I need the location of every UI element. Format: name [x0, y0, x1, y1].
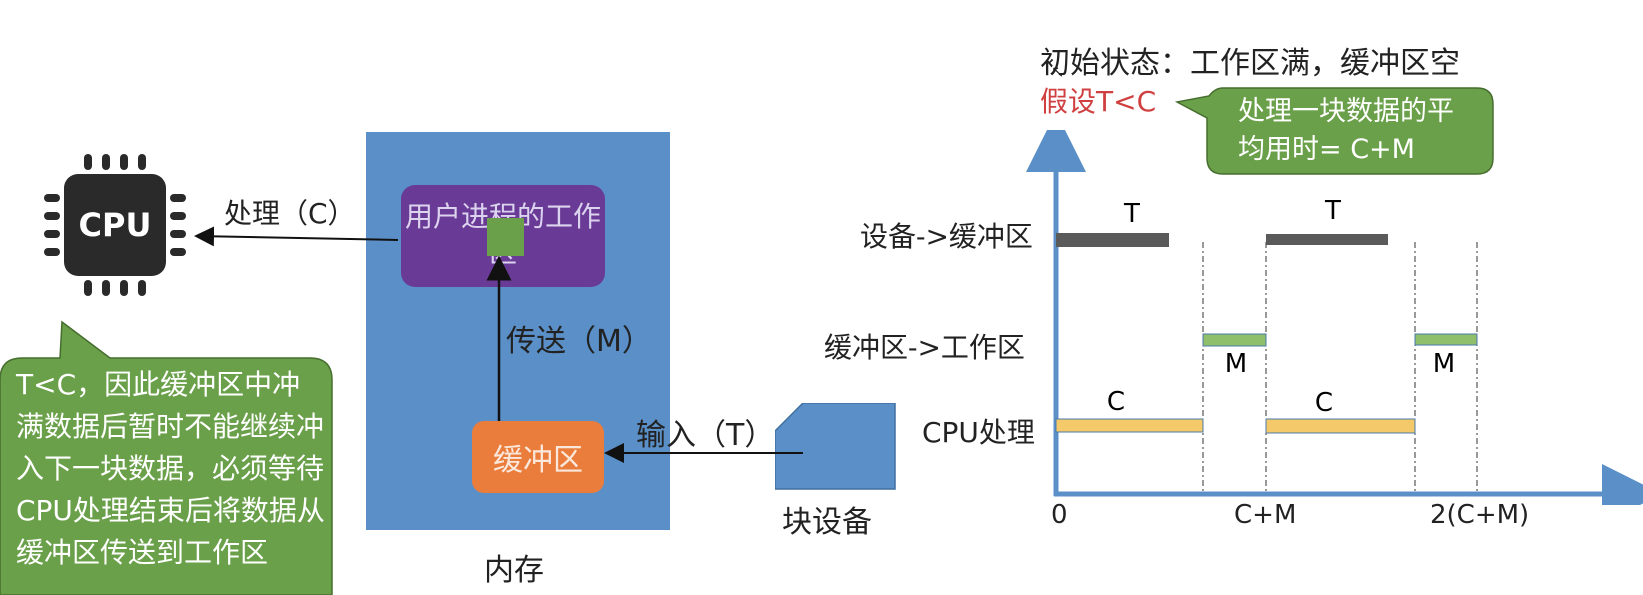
- bar-cpu-1: [1055, 418, 1204, 433]
- buffer-box: 缓冲区: [472, 421, 604, 493]
- transfer-label: 传送（M）: [506, 324, 652, 359]
- label-T1: T: [1123, 199, 1140, 229]
- data-block: [487, 218, 524, 256]
- bar-device-1: [1056, 233, 1169, 247]
- x-tick-2: 2(C+M): [1430, 500, 1530, 530]
- bar-transfer-2: [1414, 333, 1478, 346]
- row-label-cpu: CPU处理: [922, 416, 1035, 449]
- process-label: 处理（C）: [224, 197, 356, 230]
- block-device-icon: [775, 403, 896, 490]
- memory-label: 内存: [484, 553, 544, 588]
- left-callout-shape: [0, 320, 333, 595]
- label-M1: M: [1225, 349, 1247, 379]
- x-tick-0: 0: [1051, 500, 1068, 530]
- arrow-work-to-cpu: [194, 226, 399, 247]
- flow-arrows: [194, 226, 803, 463]
- block-device-label: 块设备: [782, 505, 872, 540]
- x-tick-1: C+M: [1234, 500, 1297, 530]
- cpu-chip-icon: CPU: [40, 150, 190, 300]
- bar-device-2: [1266, 234, 1388, 245]
- label-C2: C: [1315, 388, 1333, 418]
- label-M2: M: [1433, 349, 1455, 379]
- row-label-buffer-work: 缓冲区->工作区: [824, 331, 1025, 364]
- right-callout-text: 处理一块数据的平均用时= C+M: [1238, 96, 1454, 165]
- row-label-device-buffer: 设备->缓冲区: [860, 220, 1033, 253]
- timeline-chart: T T M M C C: [1026, 130, 1643, 505]
- cursor-icon: ↖: [1051, 62, 1065, 81]
- assumption-text: 假设T<C: [1040, 85, 1157, 118]
- input-label: 输入（T）: [636, 418, 775, 453]
- cpu-label: CPU: [64, 174, 166, 276]
- bar-cpu-2: [1265, 418, 1416, 434]
- bar-transfer-1: [1202, 333, 1267, 347]
- left-callout-text: T<C，因此缓冲区中冲满数据后暂时不能继续冲入下一块数据，必须等待CPU处理结束…: [16, 368, 325, 569]
- right-callout-shape: [1175, 87, 1494, 175]
- label-T2: T: [1324, 196, 1341, 226]
- initial-state-text: 初始状态：工作区满，缓冲区空: [1040, 46, 1460, 81]
- label-C1: C: [1107, 387, 1125, 417]
